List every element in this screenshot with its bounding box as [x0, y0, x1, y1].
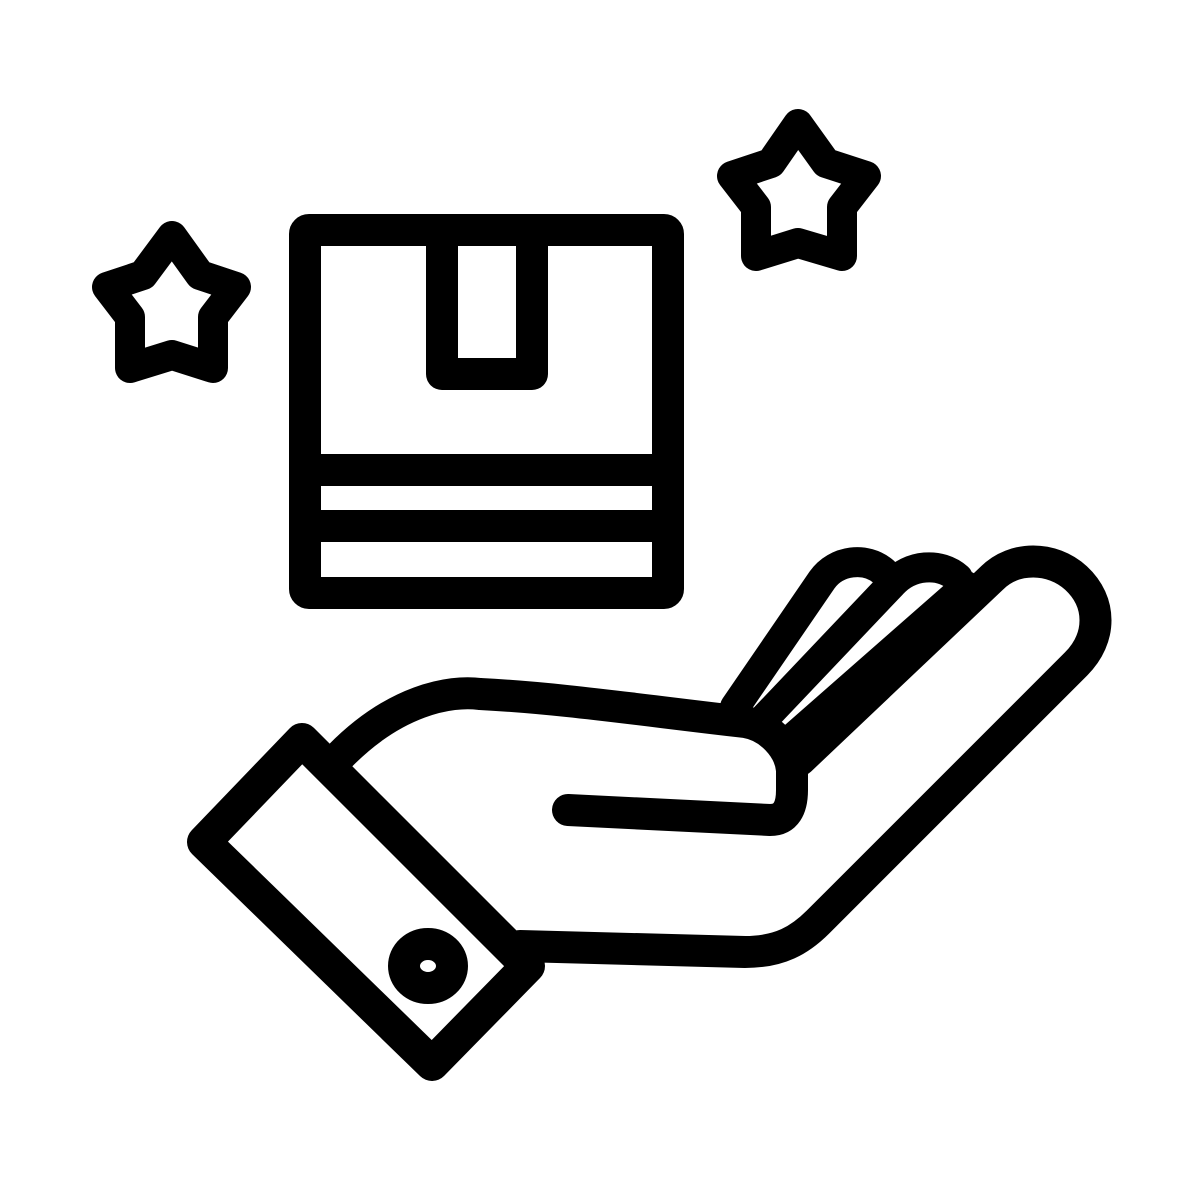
cufflink-button-icon [388, 928, 468, 1004]
sleeve-cuff-icon [187, 723, 545, 1081]
hand-icon [324, 545, 1112, 968]
star-icon [92, 221, 251, 383]
star-icon [717, 109, 881, 271]
package-box-icon [289, 214, 684, 609]
